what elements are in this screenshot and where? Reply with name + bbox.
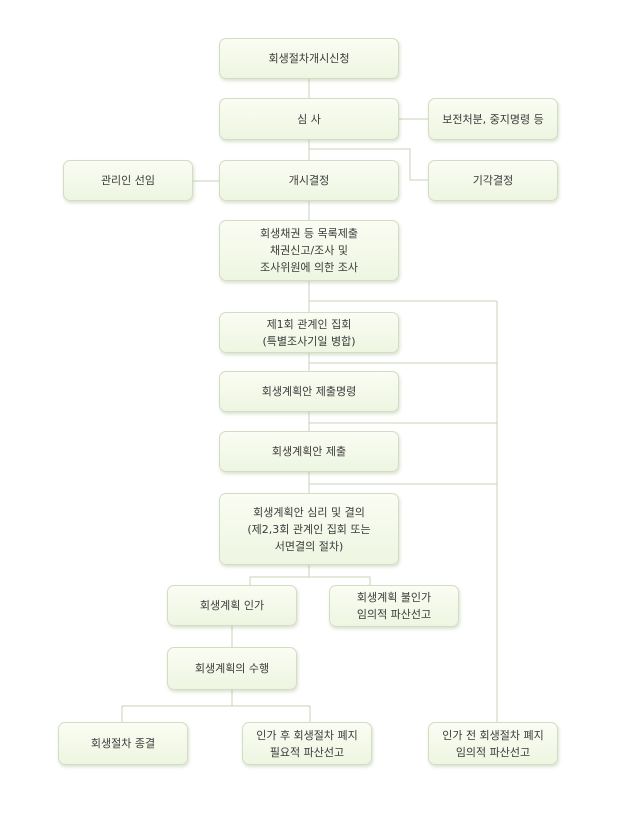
node-post-approval-abolition: 인가 후 회생절차 폐지 필요적 파산선고 xyxy=(242,722,372,765)
node-review: 심 사 xyxy=(219,98,399,140)
node-dismissal-decision: 기각결정 xyxy=(428,160,558,201)
node-plan-review-vote: 회생계획안 심리 및 결의 (제2,3회 관계인 집회 또는 서면결의 절차) xyxy=(219,493,399,565)
node-creditor-list: 회생채권 등 목록제출 채권신고/조사 및 조사위원에 의한 조사 xyxy=(219,220,399,281)
node-procedure-end: 회생절차 종결 xyxy=(58,722,188,765)
node-plan-approval: 회생계획 인가 xyxy=(167,585,297,626)
connector xyxy=(121,705,311,722)
node-plan-submission: 회생계획안 제출 xyxy=(219,431,399,472)
node-commencement-decision: 개시결정 xyxy=(219,160,399,201)
connector xyxy=(309,148,428,181)
node-first-meeting: 제1회 관계인 집회 (특별조사기일 병합) xyxy=(219,312,399,353)
node-plan-submission-order: 회생계획안 제출명령 xyxy=(219,371,399,412)
node-pre-approval-abolition: 인가 전 회생절차 폐지 임의적 파산선고 xyxy=(428,722,558,765)
node-preservation-order: 보전처분, 중지명령 등 xyxy=(428,98,558,140)
node-start-application: 회생절차개시신청 xyxy=(219,38,399,79)
connector xyxy=(249,576,371,585)
node-appoint-manager: 관리인 선임 xyxy=(63,160,193,201)
node-plan-rejection: 회생계획 불인가 임의적 파산선고 xyxy=(329,585,459,627)
node-plan-execution: 회생계획의 수행 xyxy=(167,647,297,690)
